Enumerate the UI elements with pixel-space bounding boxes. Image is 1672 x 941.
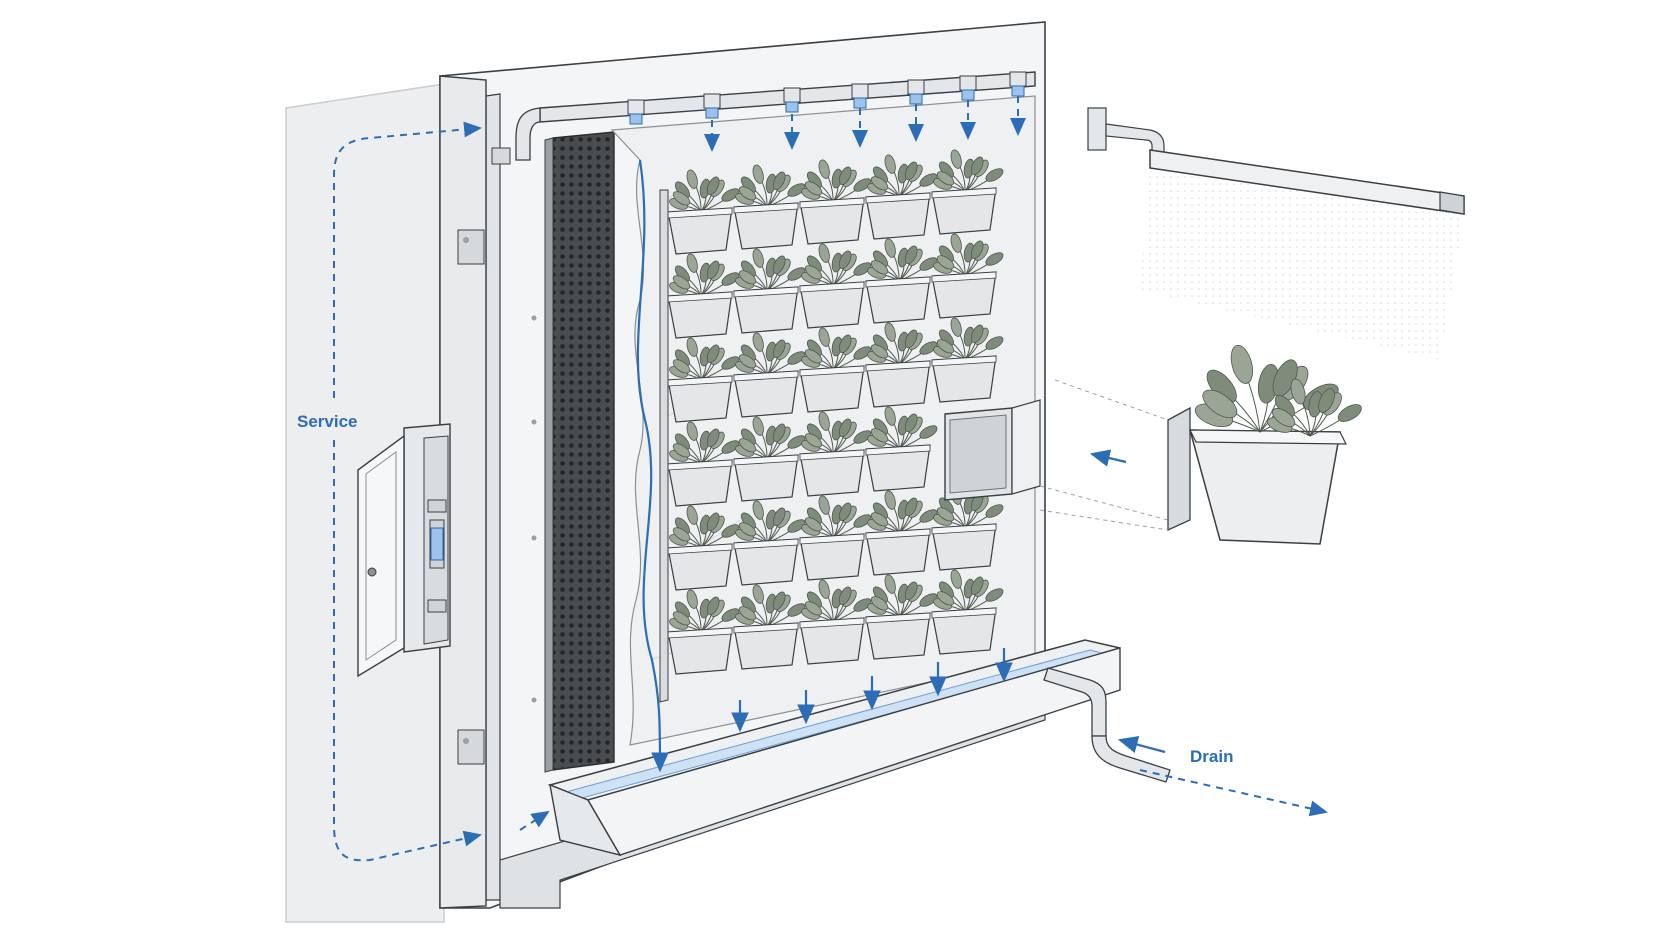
plant-foliage xyxy=(801,579,872,623)
plant-foliage xyxy=(801,327,872,371)
planter-pocket xyxy=(931,317,1004,403)
plant-foliage xyxy=(735,164,806,208)
service-label: Service xyxy=(297,412,358,431)
drip-emitter xyxy=(1009,71,1027,97)
plant-foliage xyxy=(867,406,938,450)
plant-foliage xyxy=(735,500,806,544)
planter-pocket xyxy=(733,332,806,418)
drip-emitter xyxy=(627,99,645,125)
planter-pocket xyxy=(799,327,872,413)
planter-pocket xyxy=(799,243,872,329)
planter-pocket xyxy=(733,416,806,502)
drain-pipe xyxy=(1043,667,1171,783)
plant-foliage xyxy=(1194,344,1339,433)
plant-foliage xyxy=(669,589,740,633)
service-valve-box[interactable] xyxy=(357,423,451,678)
planter-pocket xyxy=(667,253,740,339)
planter-pocket xyxy=(865,406,938,492)
door-handle-icon[interactable] xyxy=(367,567,377,577)
module-foliage xyxy=(1194,344,1362,437)
planter-pocket xyxy=(733,500,806,586)
planter-pocket xyxy=(799,495,872,581)
planter-pocket xyxy=(931,149,1004,235)
frame-bolt xyxy=(463,237,537,744)
planter-pocket xyxy=(865,322,938,408)
planter-pocket xyxy=(799,579,872,665)
module-leader-line xyxy=(1054,379,1169,421)
module-leader-line xyxy=(1039,485,1169,521)
plant-foliage xyxy=(735,332,806,376)
planter-pocket xyxy=(733,164,806,250)
module-leader-line xyxy=(1039,509,1169,531)
drip-emitter xyxy=(703,93,721,119)
drip-emitter xyxy=(783,87,801,113)
service-return-arrow xyxy=(333,440,482,862)
drip-emitter xyxy=(907,79,925,105)
planter-pocket xyxy=(667,505,740,591)
planter-pocket xyxy=(931,569,1004,655)
light-spray xyxy=(1140,170,1464,360)
planter-pocket xyxy=(667,169,740,255)
removable-planter-module[interactable] xyxy=(1167,343,1364,545)
drain-arrow-in xyxy=(1117,736,1166,754)
plant-foliage xyxy=(933,233,1004,277)
plant-foliage xyxy=(933,149,1004,193)
frame-bracket xyxy=(457,147,511,765)
planter-pocket xyxy=(865,490,938,576)
felt-water-path xyxy=(636,159,669,773)
planter-pocket xyxy=(865,574,938,660)
plant-foliage xyxy=(669,169,740,213)
empty-module-slot xyxy=(944,399,1041,501)
planter-pocket xyxy=(799,159,872,245)
drip-emitter xyxy=(851,83,869,109)
plant-foliage xyxy=(669,253,740,297)
planter-pocket xyxy=(931,233,1004,319)
drain-outflow-arrow xyxy=(1139,769,1328,817)
service-box-door[interactable] xyxy=(357,434,405,678)
collection-trough xyxy=(547,639,1121,857)
drainage-mat xyxy=(544,131,615,773)
service-supply-arrow xyxy=(333,121,482,398)
water-flow-arrows xyxy=(333,96,1328,862)
plant-foliage xyxy=(1267,378,1362,437)
plant-foliage xyxy=(933,317,1004,361)
trough-entry-arrow xyxy=(519,810,550,831)
planter-pocket xyxy=(865,154,938,240)
grow-light-bar xyxy=(1087,107,1465,360)
planter-pocket xyxy=(667,421,740,507)
planter-pocket xyxy=(733,584,806,670)
planter-pocket xyxy=(865,238,938,324)
drip-emitter xyxy=(959,75,977,101)
module-insert-arrow xyxy=(1089,449,1127,467)
planter-pocket xyxy=(667,589,740,675)
planter-pocket xyxy=(799,411,872,497)
drip-irrigation-pipe xyxy=(515,71,1036,161)
planter-pocket xyxy=(733,248,806,334)
plant-foliage xyxy=(867,322,938,366)
planter-module-grid xyxy=(659,149,1004,703)
planter-pocket xyxy=(667,337,740,423)
valve-filter-icon xyxy=(430,527,444,561)
drain-label: Drain xyxy=(1190,747,1233,766)
